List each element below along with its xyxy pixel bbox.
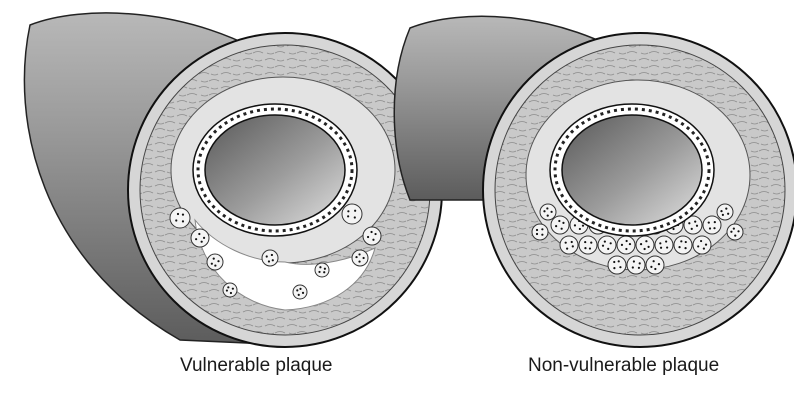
foam-cell bbox=[532, 224, 548, 240]
caption-non-vulnerable-plaque: Non-vulnerable plaque bbox=[528, 355, 719, 377]
foam-cell bbox=[223, 283, 237, 297]
foam-cell bbox=[627, 256, 645, 274]
lumen-right bbox=[562, 115, 702, 225]
foam-cell bbox=[655, 236, 673, 254]
foam-cell bbox=[560, 236, 578, 254]
foam-cell bbox=[207, 254, 223, 270]
foam-cell bbox=[646, 256, 664, 274]
foam-cell bbox=[727, 224, 743, 240]
vessel-non-vulnerable bbox=[394, 16, 794, 347]
foam-cell bbox=[617, 236, 635, 254]
foam-cell bbox=[693, 236, 711, 254]
foam-cell bbox=[170, 208, 190, 228]
foam-cell bbox=[636, 236, 654, 254]
foam-cell bbox=[191, 229, 209, 247]
lumen-left bbox=[205, 115, 345, 225]
foam-cell bbox=[540, 204, 556, 220]
caption-vulnerable-plaque: Vulnerable plaque bbox=[180, 355, 332, 377]
vessel-vulnerable bbox=[24, 13, 442, 347]
foam-cell bbox=[342, 204, 362, 224]
foam-cell bbox=[579, 236, 597, 254]
foam-cell bbox=[352, 250, 368, 266]
foam-cell bbox=[608, 256, 626, 274]
foam-cell bbox=[717, 204, 733, 220]
foam-cell bbox=[674, 236, 692, 254]
foam-cell bbox=[703, 216, 721, 234]
foam-cell bbox=[315, 263, 329, 277]
foam-cell bbox=[598, 236, 616, 254]
foam-cell bbox=[293, 285, 307, 299]
foam-cell bbox=[262, 250, 278, 266]
foam-cell bbox=[363, 227, 381, 245]
foam-cell bbox=[551, 216, 569, 234]
